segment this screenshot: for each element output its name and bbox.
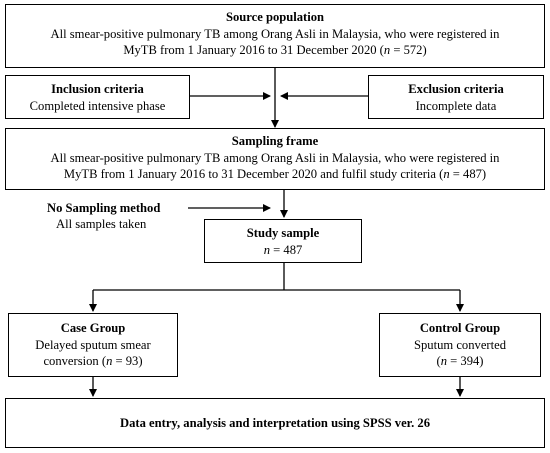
inclusion-criteria-text: Completed intensive phase <box>29 98 166 113</box>
data-analysis-box: Data entry, analysis and interpretation … <box>5 398 545 448</box>
inclusion-criteria-box: Inclusion criteria Completed intensive p… <box>5 75 190 119</box>
source-population-line1: All smear-positive pulmonary TB among Or… <box>50 26 500 41</box>
source-population-line2: MyTB from 1 January 2016 to 31 December … <box>123 43 427 57</box>
study-sample-n: n = 487 <box>263 242 303 257</box>
inclusion-criteria-title: Inclusion criteria <box>51 82 144 96</box>
case-group-title: Case Group <box>60 321 126 335</box>
case-group-line1: Delayed sputum smear <box>35 337 151 352</box>
control-group-line2: (n = 394) <box>436 354 484 368</box>
sampling-method-label: No Sampling method All samples taken <box>47 200 160 232</box>
study-sample-box: Study sample n = 487 <box>204 219 362 263</box>
exclusion-criteria-text: Incomplete data <box>415 98 497 113</box>
case-group-line2: conversion (n = 93) <box>43 354 143 368</box>
source-population-box: Source population All smear-positive pul… <box>5 4 545 68</box>
sampling-frame-line1: All smear-positive pulmonary TB among Or… <box>50 150 500 165</box>
control-group-line1: Sputum converted <box>414 337 506 352</box>
sampling-frame-title: Sampling frame <box>231 134 319 148</box>
exclusion-criteria-box: Exclusion criteria Incomplete data <box>368 75 544 119</box>
sampling-method-title: No Sampling method <box>47 201 161 215</box>
sampling-frame-line2: MyTB from 1 January 2016 to 31 December … <box>63 167 487 181</box>
sampling-frame-box: Sampling frame All smear-positive pulmon… <box>5 128 545 190</box>
study-sample-title: Study sample <box>246 226 320 240</box>
case-group-box: Case Group Delayed sputum smear conversi… <box>8 313 178 377</box>
source-population-title: Source population <box>225 10 325 24</box>
data-analysis-text: Data entry, analysis and interpretation … <box>120 416 430 430</box>
sampling-method-text: All samples taken <box>56 217 147 231</box>
control-group-title: Control Group <box>419 321 501 335</box>
control-group-box: Control Group Sputum converted (n = 394) <box>379 313 541 377</box>
exclusion-criteria-title: Exclusion criteria <box>408 82 504 96</box>
